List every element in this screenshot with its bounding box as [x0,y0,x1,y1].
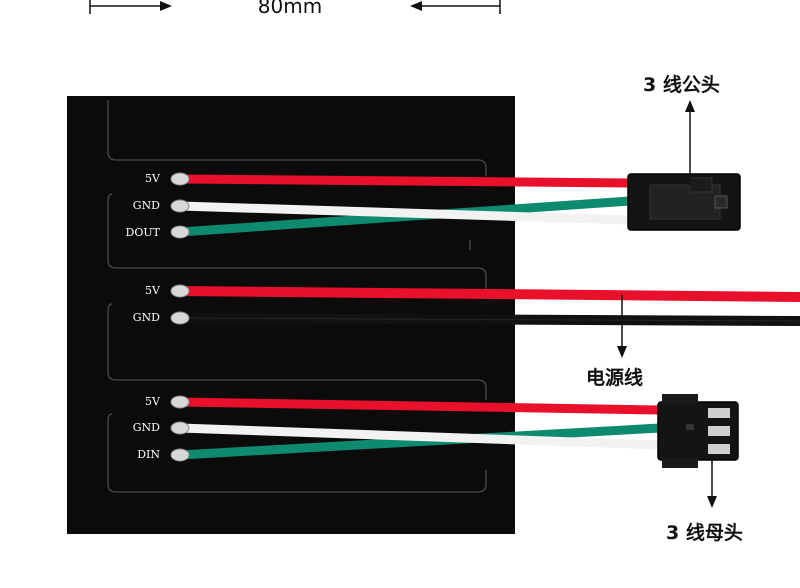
pin-label-bottom-gnd: GND [132,421,160,434]
callout-male-connector: 3 线公头 [643,74,720,96]
callout-arrows [617,100,717,508]
top-wire-group [175,174,635,237]
wire-white-top [175,201,635,225]
pin-label-top-5v: 5V [145,172,160,185]
wire-green-bottom [175,423,665,460]
wire-red-bottom [175,397,665,415]
dimension-line [89,0,501,14]
wire-red-power [179,286,800,302]
bottom-wire-group [175,397,665,460]
wire-red-top [175,174,635,188]
pin-label-top-gnd: GND [132,199,160,212]
pin-label-bottom-din: DIN [137,448,160,461]
power-wire-group [179,286,800,326]
female-connector [657,394,739,468]
pin-label-middle-gnd: GND [132,311,160,324]
pin-label-middle-5v: 5V [145,284,160,297]
solder-pads [170,172,190,462]
dimension-label: 80mm [257,0,323,18]
callout-power-line: 电源线 [586,367,644,389]
board-traces [107,100,487,493]
pin-label-top-dout: DOUT [125,226,160,239]
male-connector [627,173,741,231]
pin-label-bottom-5v: 5V [145,395,160,408]
callout-female-connector: 3 线母头 [666,522,743,544]
wire-white-bottom [175,423,665,450]
